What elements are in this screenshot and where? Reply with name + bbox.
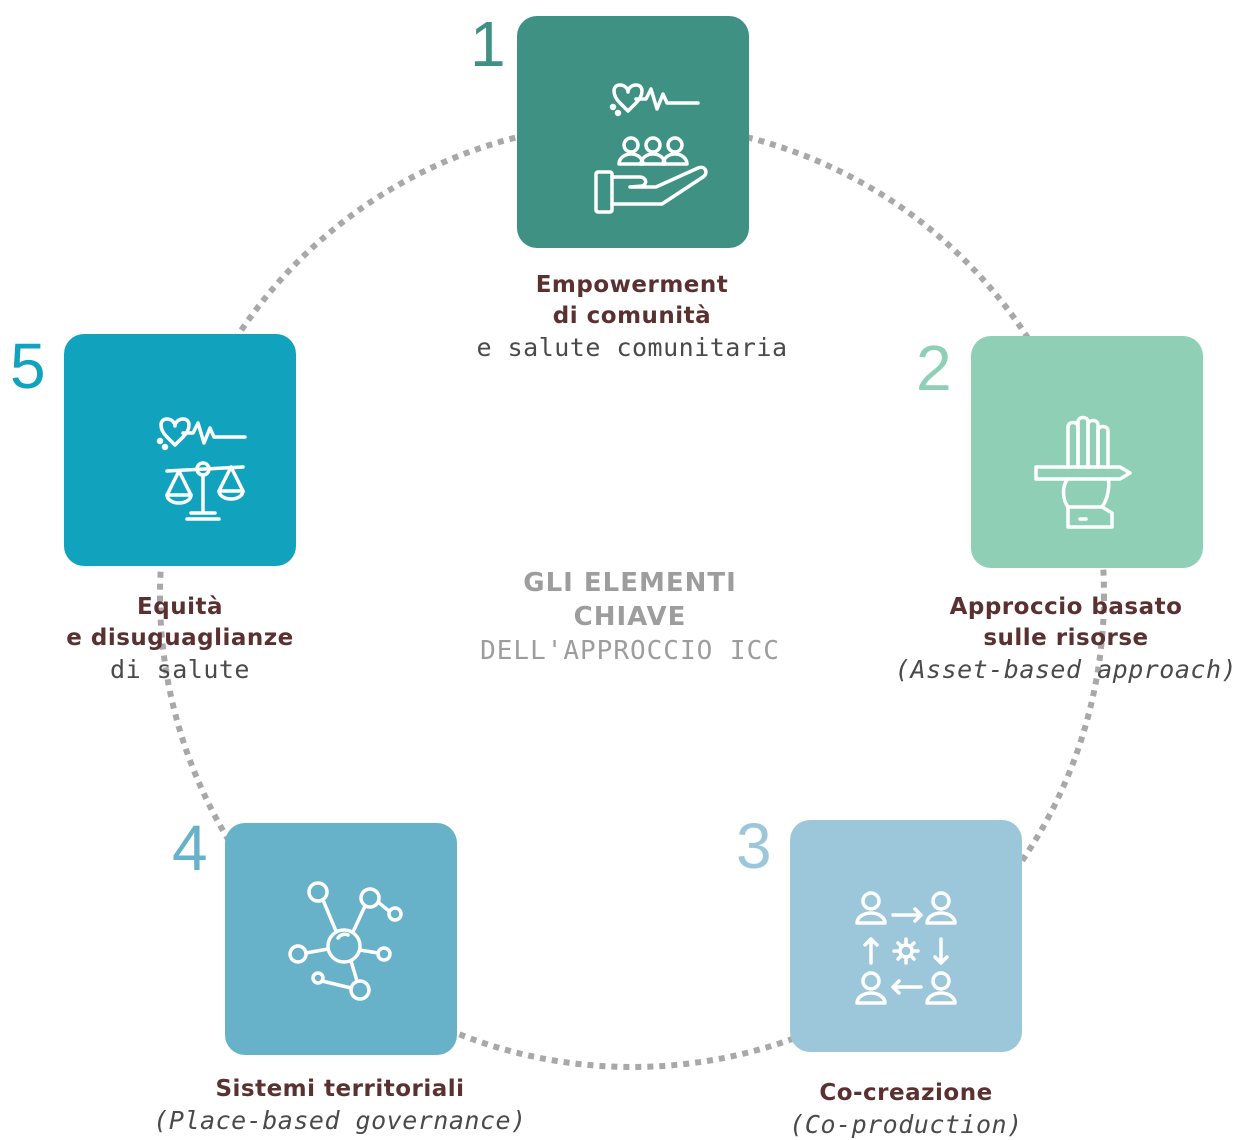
element-3-number: 3 [736, 810, 772, 882]
heartbeat-scales-icon [156, 417, 247, 521]
co-creation-cycle-icon [855, 891, 957, 1005]
element-1-subtitle: e salute comunitaria [476, 333, 788, 362]
element-2-title-line2: sulle risorse [983, 625, 1149, 651]
center-title: GLI ELEMENTI CHIAVE DELL'APPROCCIO ICC [430, 566, 830, 668]
element-1-caption: Empowerment di comunità e salute comunit… [432, 270, 832, 363]
element-5-number: 5 [10, 330, 46, 402]
network-nodes-icon [288, 881, 403, 1001]
element-2-caption: Approccio basato sulle risorse (Asset-ba… [886, 592, 1246, 685]
element-5-caption: Equità e disuguaglianze di salute [30, 592, 330, 685]
raised-fist-pencil-icon [1034, 415, 1132, 529]
element-4-caption: Sistemi territoriali (Place-based govern… [140, 1074, 540, 1136]
element-1-title-line2: di comunità [552, 303, 712, 329]
heartbeat-community-hand-icon [594, 83, 708, 214]
center-title-line3: DELL'APPROCCIO ICC [480, 636, 780, 666]
element-3-caption: Co-creazione (Co-production) [756, 1078, 1056, 1140]
element-1-number: 1 [470, 8, 506, 80]
element-4-title: Sistemi territoriali [215, 1076, 465, 1102]
element-5-title-line1: Equità [137, 594, 223, 620]
element-1-tile [517, 16, 749, 248]
element-5-tile [64, 334, 296, 566]
element-2-tile [971, 336, 1203, 568]
element-2-title-line1: Approccio basato [949, 594, 1183, 620]
element-3-tile [790, 820, 1022, 1052]
element-5-title-line2: e disuguaglianze [66, 625, 294, 651]
element-3-title: Co-creazione [819, 1080, 993, 1106]
element-3-subtitle: (Co-production) [789, 1110, 1023, 1139]
element-4-tile [225, 823, 457, 1055]
center-title-line1: GLI ELEMENTI [523, 568, 737, 598]
element-1-title-line1: Empowerment [535, 272, 729, 298]
element-4-number: 4 [172, 812, 208, 884]
element-2-number: 2 [916, 332, 952, 404]
center-title-line2: CHIAVE [573, 602, 687, 632]
element-5-subtitle: di salute [110, 655, 250, 684]
element-4-subtitle: (Place-based governance) [153, 1106, 527, 1135]
element-2-subtitle: (Asset-based approach) [894, 655, 1238, 684]
